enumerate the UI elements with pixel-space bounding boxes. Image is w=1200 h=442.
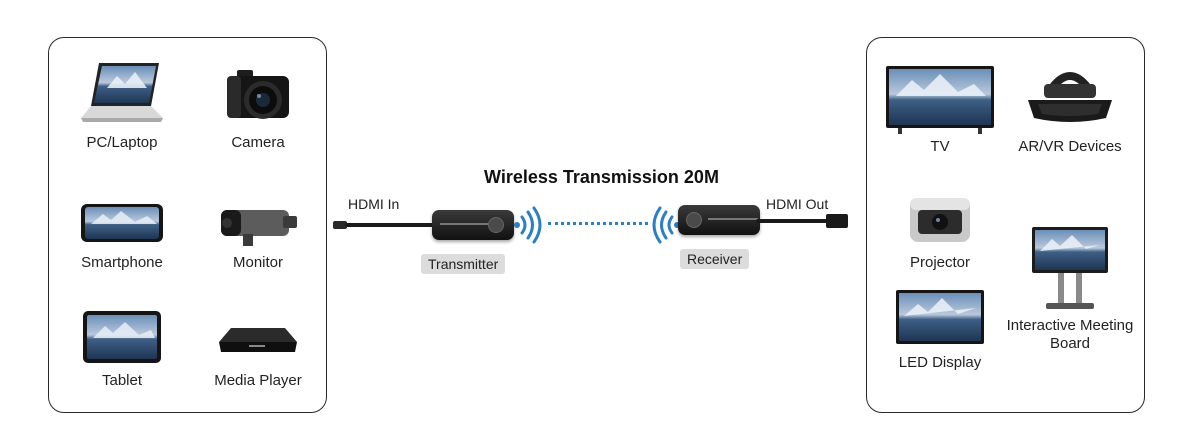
- wireless-link: [548, 222, 648, 225]
- hdmi-in-plug: [333, 221, 347, 229]
- hdmi-in-cable: [345, 223, 440, 227]
- security-camera-icon: [221, 210, 297, 246]
- projector-icon: [910, 198, 970, 242]
- diagram-title: Wireless Transmission 20M: [484, 167, 719, 187]
- display-devices-panel: TV AR/VR Devices Projector Inter: [866, 37, 1145, 413]
- display-label: Projector: [909, 254, 971, 271]
- pair-button-icon: [686, 212, 702, 228]
- meeting-board-icon: [1032, 227, 1108, 309]
- source-label: Camera: [231, 134, 285, 151]
- device-marking: [440, 223, 490, 225]
- display-meeting-board: Interactive Meeting Board: [1005, 223, 1135, 353]
- display-label: AR/VR Devices: [1018, 138, 1122, 155]
- hdmi-out-label: HDMI Out: [766, 196, 829, 212]
- source-label: Media Player: [214, 372, 302, 389]
- source-tablet: Tablet: [57, 308, 187, 390]
- source-pc-laptop: PC/Laptop: [57, 58, 187, 152]
- laptop-icon: [81, 63, 163, 122]
- tx-signal-waves-icon: [514, 206, 542, 244]
- display-label: TV: [930, 138, 950, 155]
- media-player-icon: [219, 328, 297, 352]
- hdmi-out-cable: [756, 219, 846, 223]
- display-projector: Projector: [875, 188, 1005, 272]
- receiver-label: Receiver: [680, 249, 750, 269]
- source-monitor: Monitor: [193, 198, 323, 272]
- pair-button-icon: [488, 217, 504, 233]
- vr-headset-icon: [1028, 72, 1112, 122]
- source-label: Monitor: [232, 254, 284, 271]
- source-label: Smartphone: [81, 254, 163, 271]
- tv-icon: [886, 66, 994, 134]
- receiver-device: [678, 205, 760, 235]
- device-marking: [708, 218, 758, 220]
- source-camera: Camera: [193, 58, 323, 152]
- display-led: LED Display: [875, 286, 1005, 372]
- display-ar-vr: AR/VR Devices: [1005, 60, 1135, 156]
- smartphone-icon: [81, 204, 163, 242]
- source-media-player: Media Player: [193, 308, 323, 390]
- transmitter-label: Transmitter: [421, 254, 506, 274]
- source-label: Tablet: [101, 372, 143, 389]
- hdmi-out-plug: [826, 214, 848, 228]
- display-label: LED Display: [898, 354, 982, 371]
- tablet-icon: [83, 311, 161, 363]
- camera-icon: [227, 70, 289, 119]
- led-display-icon: [896, 290, 984, 344]
- source-label: PC/Laptop: [86, 134, 158, 151]
- display-label: Interactive Meeting Board: [1006, 317, 1134, 352]
- source-devices-panel: PC/Laptop Camera Smartphone Moni: [48, 37, 327, 413]
- display-tv: TV: [875, 60, 1005, 156]
- transmitter-device: [432, 210, 514, 240]
- hdmi-in-label: HDMI In: [348, 196, 400, 212]
- source-smartphone: Smartphone: [57, 198, 187, 272]
